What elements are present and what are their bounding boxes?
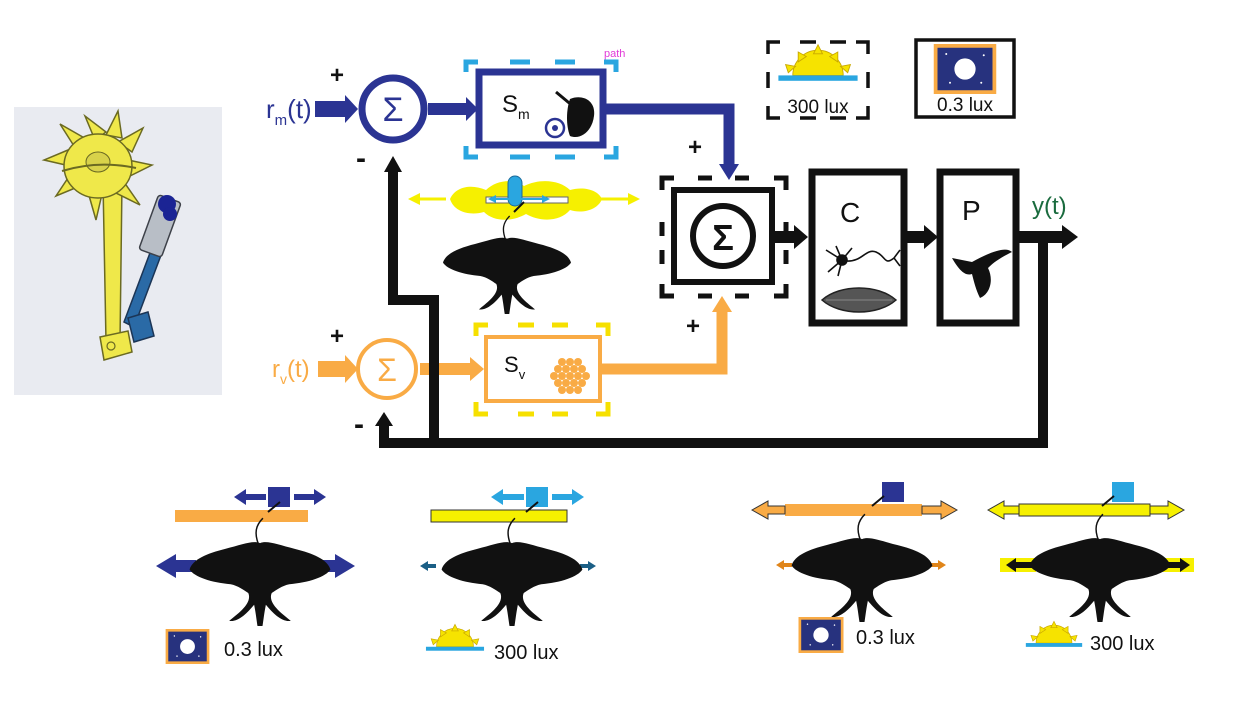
vis-sensor-arrowhead xyxy=(712,296,732,312)
feedback-arrowhead-visual xyxy=(375,412,393,426)
path-tag: path xyxy=(604,48,625,60)
sun-icon xyxy=(1025,620,1083,648)
condition-label-4: 300 lux xyxy=(1090,633,1155,655)
svg-text:Σ: Σ xyxy=(382,91,403,129)
mech-sum-minus-sign: - xyxy=(356,142,366,175)
moon-icon xyxy=(165,629,210,664)
mech-sensor-arrowhead xyxy=(719,164,739,180)
vis-input-arrow xyxy=(318,355,358,383)
moon-icon xyxy=(933,44,997,94)
flower-moth-illustration xyxy=(408,175,640,314)
condition-label-1: 0.3 lux xyxy=(224,639,283,661)
svg-text:Σ: Σ xyxy=(377,352,397,388)
moon-icon xyxy=(798,617,844,653)
vis-summing-junction: Σ xyxy=(356,338,418,400)
sun-icon xyxy=(425,623,485,652)
mech-sensor-block: Sm path xyxy=(463,48,625,160)
vis-sum-plus-sign: + xyxy=(330,323,344,350)
condition-panel-2: 300 lux xyxy=(420,487,596,664)
vis-sum-minus-sign: - xyxy=(354,408,364,441)
feedback-line-visual xyxy=(379,237,1048,448)
central-sum-plus-top: + xyxy=(688,134,702,161)
controller-block: C xyxy=(808,168,908,327)
legend-day-label: 300 lux xyxy=(787,97,849,118)
mech-to-sensor-arrow xyxy=(428,97,478,121)
mech-sum-plus-sign: + xyxy=(330,62,344,89)
muscle-icon xyxy=(820,287,898,313)
robotic-flower-model xyxy=(14,107,222,395)
condition-panel-1: 0.3 lux xyxy=(156,487,355,664)
antenna-icon xyxy=(544,90,595,139)
svg-text:Sv: Sv xyxy=(504,352,526,382)
svg-text:Sm: Sm xyxy=(502,91,530,122)
mech-input-arrow xyxy=(315,95,358,123)
vis-input-label: rv(t) xyxy=(272,356,310,387)
central-sum-plus-bottom: + xyxy=(686,313,700,340)
legend-night: 0.3 lux xyxy=(914,38,1016,119)
mech-sensor-output-line xyxy=(603,103,735,168)
legend-day: 300 lux xyxy=(766,40,870,120)
hovering-moth-icon xyxy=(952,249,1012,298)
mech-input-label: rm(t) xyxy=(266,94,312,129)
vis-sensor-output-line xyxy=(602,308,728,375)
controller-to-plant-arrow xyxy=(906,225,938,249)
feedback-arrowhead-mechanical xyxy=(384,156,402,172)
svg-text:Σ: Σ xyxy=(712,217,734,258)
output-label: y(t) xyxy=(1032,193,1067,220)
condition-label-3: 0.3 lux xyxy=(856,627,915,649)
central-summing-block: Σ xyxy=(659,175,789,299)
svg-text:C: C xyxy=(840,197,860,228)
svg-text:P: P xyxy=(962,195,981,226)
condition-panel-3: 0.3 lux xyxy=(750,482,959,653)
sun-icon xyxy=(777,44,859,82)
condition-label-2: 300 lux xyxy=(494,642,559,664)
compound-eye-icon xyxy=(550,358,590,394)
sum-to-controller-arrow xyxy=(772,225,808,249)
plant-block: P xyxy=(936,168,1020,327)
vis-sensor-block: Sv xyxy=(473,322,611,417)
feedback-line-mechanical xyxy=(388,170,439,443)
mech-summing-junction: Σ xyxy=(358,74,428,144)
neuron-icon xyxy=(825,245,901,277)
condition-panel-4: 300 lux xyxy=(986,482,1194,655)
legend-night-label: 0.3 lux xyxy=(937,95,993,116)
